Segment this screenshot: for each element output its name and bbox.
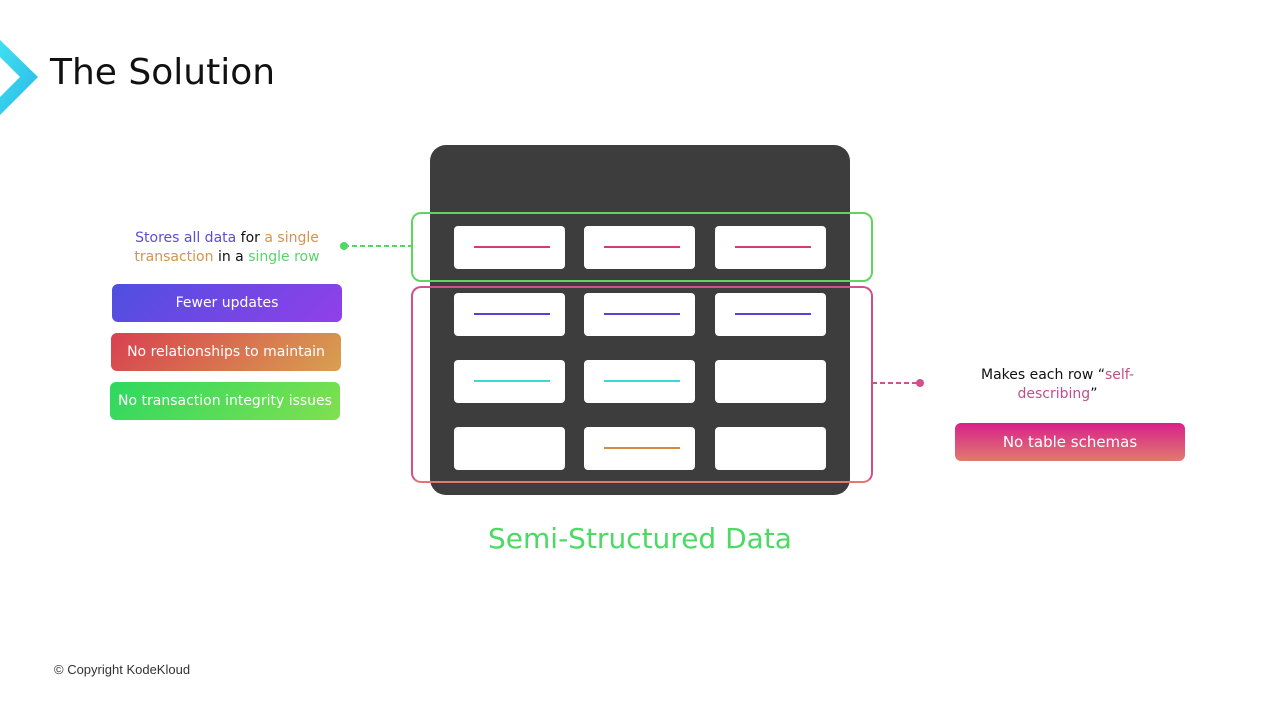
- note-part: Makes each row “: [980, 367, 1105, 383]
- row-highlight-green: [411, 212, 873, 282]
- cell-value-line: [604, 313, 680, 315]
- note-part: transaction: [134, 249, 214, 265]
- chevron-logo-icon: [0, 40, 38, 115]
- table-cell: [454, 293, 565, 336]
- cell-value-line: [604, 246, 680, 248]
- diagram-caption: Semi-Structured Data: [488, 522, 792, 555]
- pink-connector: [872, 379, 924, 387]
- table-cell: [715, 226, 826, 269]
- note-part: ”: [1090, 386, 1098, 402]
- no-relationships-pill: No relationships to maintain: [111, 333, 341, 371]
- cell-value-line: [474, 313, 550, 315]
- table-cell: [454, 226, 565, 269]
- table-cell: [584, 360, 695, 403]
- table-cell: [584, 293, 695, 336]
- cell-value-line: [604, 380, 680, 382]
- note-part: self-describing: [1017, 367, 1135, 402]
- table-cell: [584, 427, 695, 470]
- right-note: Makes each row “self-describing”: [960, 366, 1155, 404]
- table-cell: [715, 427, 826, 470]
- table-cell: [584, 226, 695, 269]
- page-title: The Solution: [50, 52, 276, 93]
- cell-value-line: [474, 380, 550, 382]
- table-cell: [454, 360, 565, 403]
- table-cell: [715, 293, 826, 336]
- note-part: for: [236, 230, 265, 246]
- green-connector: [340, 242, 413, 250]
- cell-value-line: [735, 313, 811, 315]
- table-cell: [715, 360, 826, 403]
- left-note: Stores all data for a single transaction…: [112, 229, 342, 267]
- fewer-updates-pill: Fewer updates: [112, 284, 342, 322]
- no-integrity-issues-pill: No transaction integrity issues: [110, 382, 340, 420]
- copyright: © Copyright KodeKloud: [54, 662, 191, 677]
- cell-value-line: [474, 246, 550, 248]
- no-table-schemas-pill: No table schemas: [955, 423, 1185, 461]
- cell-value-line: [735, 246, 811, 248]
- note-part: in a: [213, 249, 249, 265]
- table-cell: [454, 427, 565, 470]
- note-part: single row: [248, 249, 320, 265]
- cell-value-line: [604, 447, 680, 449]
- rows-highlight-pink: [411, 286, 873, 483]
- note-part: a single: [264, 230, 319, 246]
- note-part: Stores all data: [135, 230, 237, 246]
